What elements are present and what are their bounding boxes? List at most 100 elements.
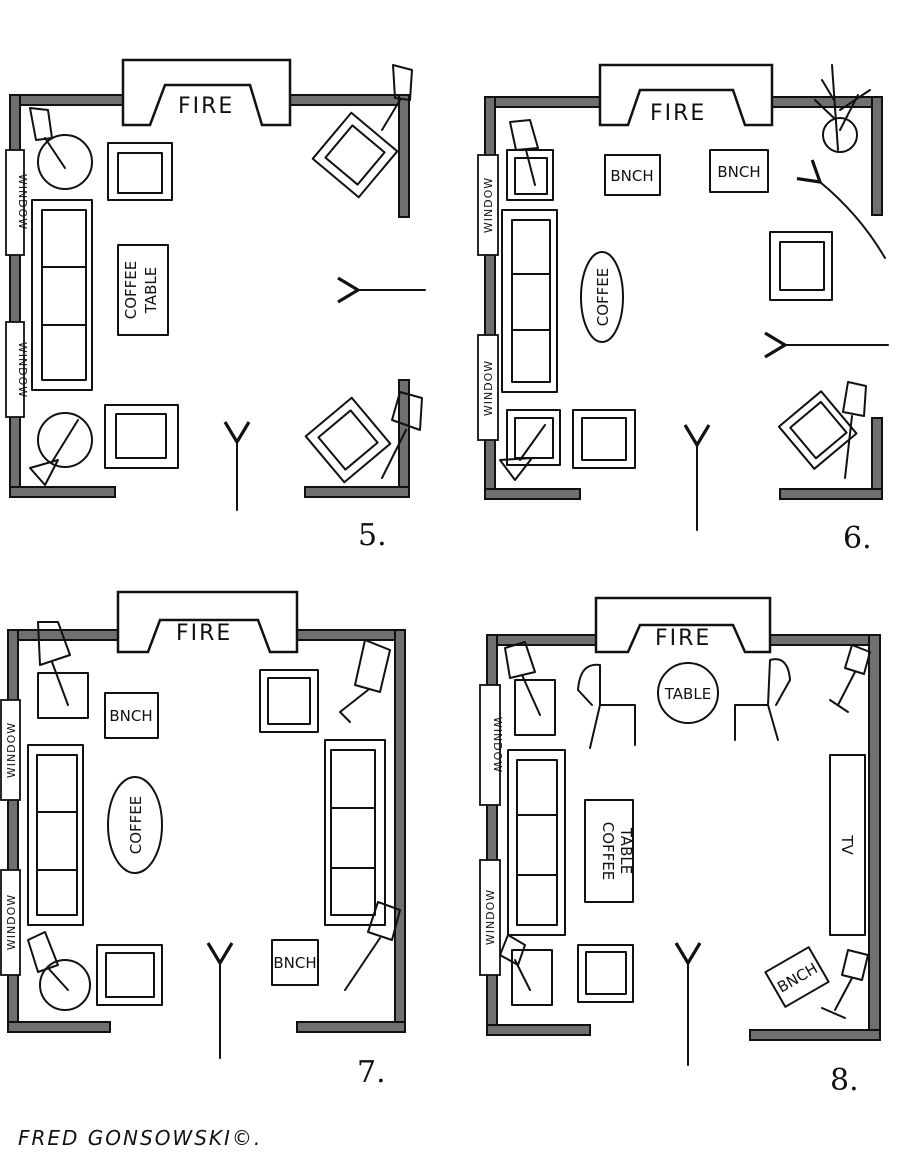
lamp: [381, 391, 423, 479]
window-label: WINDOW: [5, 722, 18, 778]
lamp: [504, 641, 541, 716]
bench: [709, 149, 769, 193]
wall: [304, 486, 410, 498]
bench: [604, 154, 661, 196]
coffee-table: [117, 244, 169, 336]
coffee-table-label: COFFEE: [122, 261, 140, 320]
plan-number: 5.: [358, 518, 387, 553]
fire-label: FIRE: [176, 621, 232, 646]
wall: [296, 629, 406, 641]
lamp: [821, 949, 869, 1019]
arrow-icon: [796, 159, 886, 259]
armchair: [769, 231, 833, 301]
lamp: [27, 931, 91, 1011]
wall: [486, 1024, 591, 1036]
tv: [829, 754, 866, 936]
bench-label: BNCH: [273, 954, 316, 972]
armchair: [311, 111, 399, 199]
window: [0, 869, 21, 976]
fireplace: [594, 596, 772, 654]
plan-number: 8.: [830, 1063, 859, 1098]
wall: [769, 634, 881, 646]
coffee-table: [107, 776, 163, 874]
wall: [779, 488, 883, 500]
window-label: WINDOW: [484, 889, 497, 945]
tv-label: TV: [838, 834, 856, 855]
bench: [104, 692, 159, 739]
signature: FRED GONSOWSKI©.: [18, 1126, 262, 1150]
window-label: WINDOW: [482, 360, 495, 416]
wall: [868, 634, 881, 1041]
lamp: [37, 621, 71, 706]
bench: [271, 939, 319, 986]
armchair: [777, 390, 858, 470]
plan-number: 6.: [843, 521, 872, 556]
fireplace: [598, 63, 774, 127]
wall: [486, 634, 597, 646]
armchair: [577, 944, 634, 1003]
wall: [9, 486, 116, 498]
lamp: [29, 107, 93, 190]
bench-label: BNCH: [717, 163, 760, 181]
armchair: [514, 679, 556, 736]
wall: [871, 96, 883, 216]
armchair: [572, 409, 636, 469]
armchair: [37, 672, 89, 719]
window-label: WINDOW: [16, 342, 29, 398]
window-label: WINDOW: [16, 174, 29, 230]
wall: [398, 379, 410, 498]
coffee-table: [584, 799, 634, 903]
lamp: [29, 412, 93, 486]
lamp: [499, 424, 546, 481]
plan-number: 7.: [357, 1055, 386, 1090]
fire-label: FIRE: [178, 94, 234, 119]
armchair: [511, 949, 553, 1006]
sofa: [501, 209, 558, 393]
lamp: [381, 64, 413, 131]
fire-label: FIRE: [655, 626, 711, 651]
window: [477, 154, 499, 256]
plan-5: FIRE WINDOW WINDOW COFFEE TABLE 5.: [5, 58, 426, 553]
dining-chair: [577, 663, 636, 749]
plant-icon: [814, 64, 871, 153]
armchair: [506, 409, 561, 466]
sofa: [27, 744, 84, 926]
window: [479, 684, 501, 806]
armchair: [104, 404, 179, 469]
fire-label: FIRE: [650, 101, 706, 126]
wall: [7, 1021, 111, 1033]
lamp: [339, 639, 391, 723]
sofa: [324, 739, 386, 926]
window: [5, 149, 25, 256]
coffee-table-label: TABLE: [617, 827, 635, 874]
wall: [398, 94, 410, 218]
wall: [296, 1021, 406, 1033]
wall: [749, 1029, 881, 1041]
bench-label: BNCH: [610, 167, 653, 185]
plan-7: FIRE WINDOW WINDOW COFFEE BNCH BNCH 7.: [0, 590, 406, 1090]
lamp: [829, 644, 871, 713]
wall: [484, 96, 601, 108]
wall: [771, 96, 883, 108]
window: [477, 334, 499, 441]
armchair: [506, 149, 554, 201]
wall: [871, 417, 883, 500]
wall: [289, 94, 409, 106]
coffee-table: [580, 251, 624, 343]
coffee-table-label: COFFEE: [594, 268, 612, 327]
lamp: [842, 381, 867, 479]
dining-chair: [734, 658, 791, 741]
window-label: WINDOW: [482, 177, 495, 233]
coffee-table-label: COFFEE: [127, 796, 145, 855]
window: [479, 859, 501, 976]
armchair: [107, 142, 173, 201]
bench: BNCH: [764, 946, 830, 1008]
bench-label: BNCH: [109, 707, 152, 725]
armchair: [96, 944, 163, 1006]
coffee-table-label: TABLE: [142, 267, 160, 314]
fireplace: [116, 590, 299, 654]
plan-8: FIRE WINDOW WINDOW COFFEE TABLE TABLE TV…: [479, 596, 881, 1098]
sofa: [31, 199, 93, 391]
coffee-table-label: COFFEE: [599, 822, 617, 881]
